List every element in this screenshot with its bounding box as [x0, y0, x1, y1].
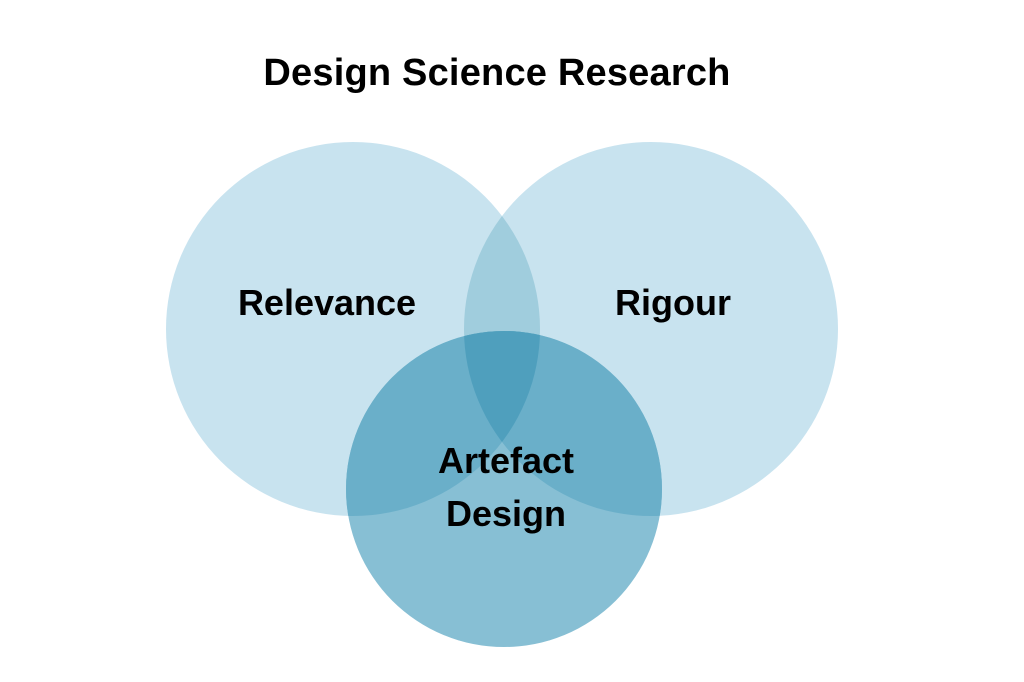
rigour-label: Rigour [615, 282, 731, 323]
artefact-relevance-overlap [346, 331, 540, 516]
artefact-label-line2: Design [445, 493, 567, 534]
artefact-label-line1: Artefact [437, 440, 575, 481]
artefact-rigour-overlap [464, 331, 662, 516]
diagram-title: Design Science Research [263, 52, 731, 94]
relevance-label: Relevance [237, 282, 417, 323]
